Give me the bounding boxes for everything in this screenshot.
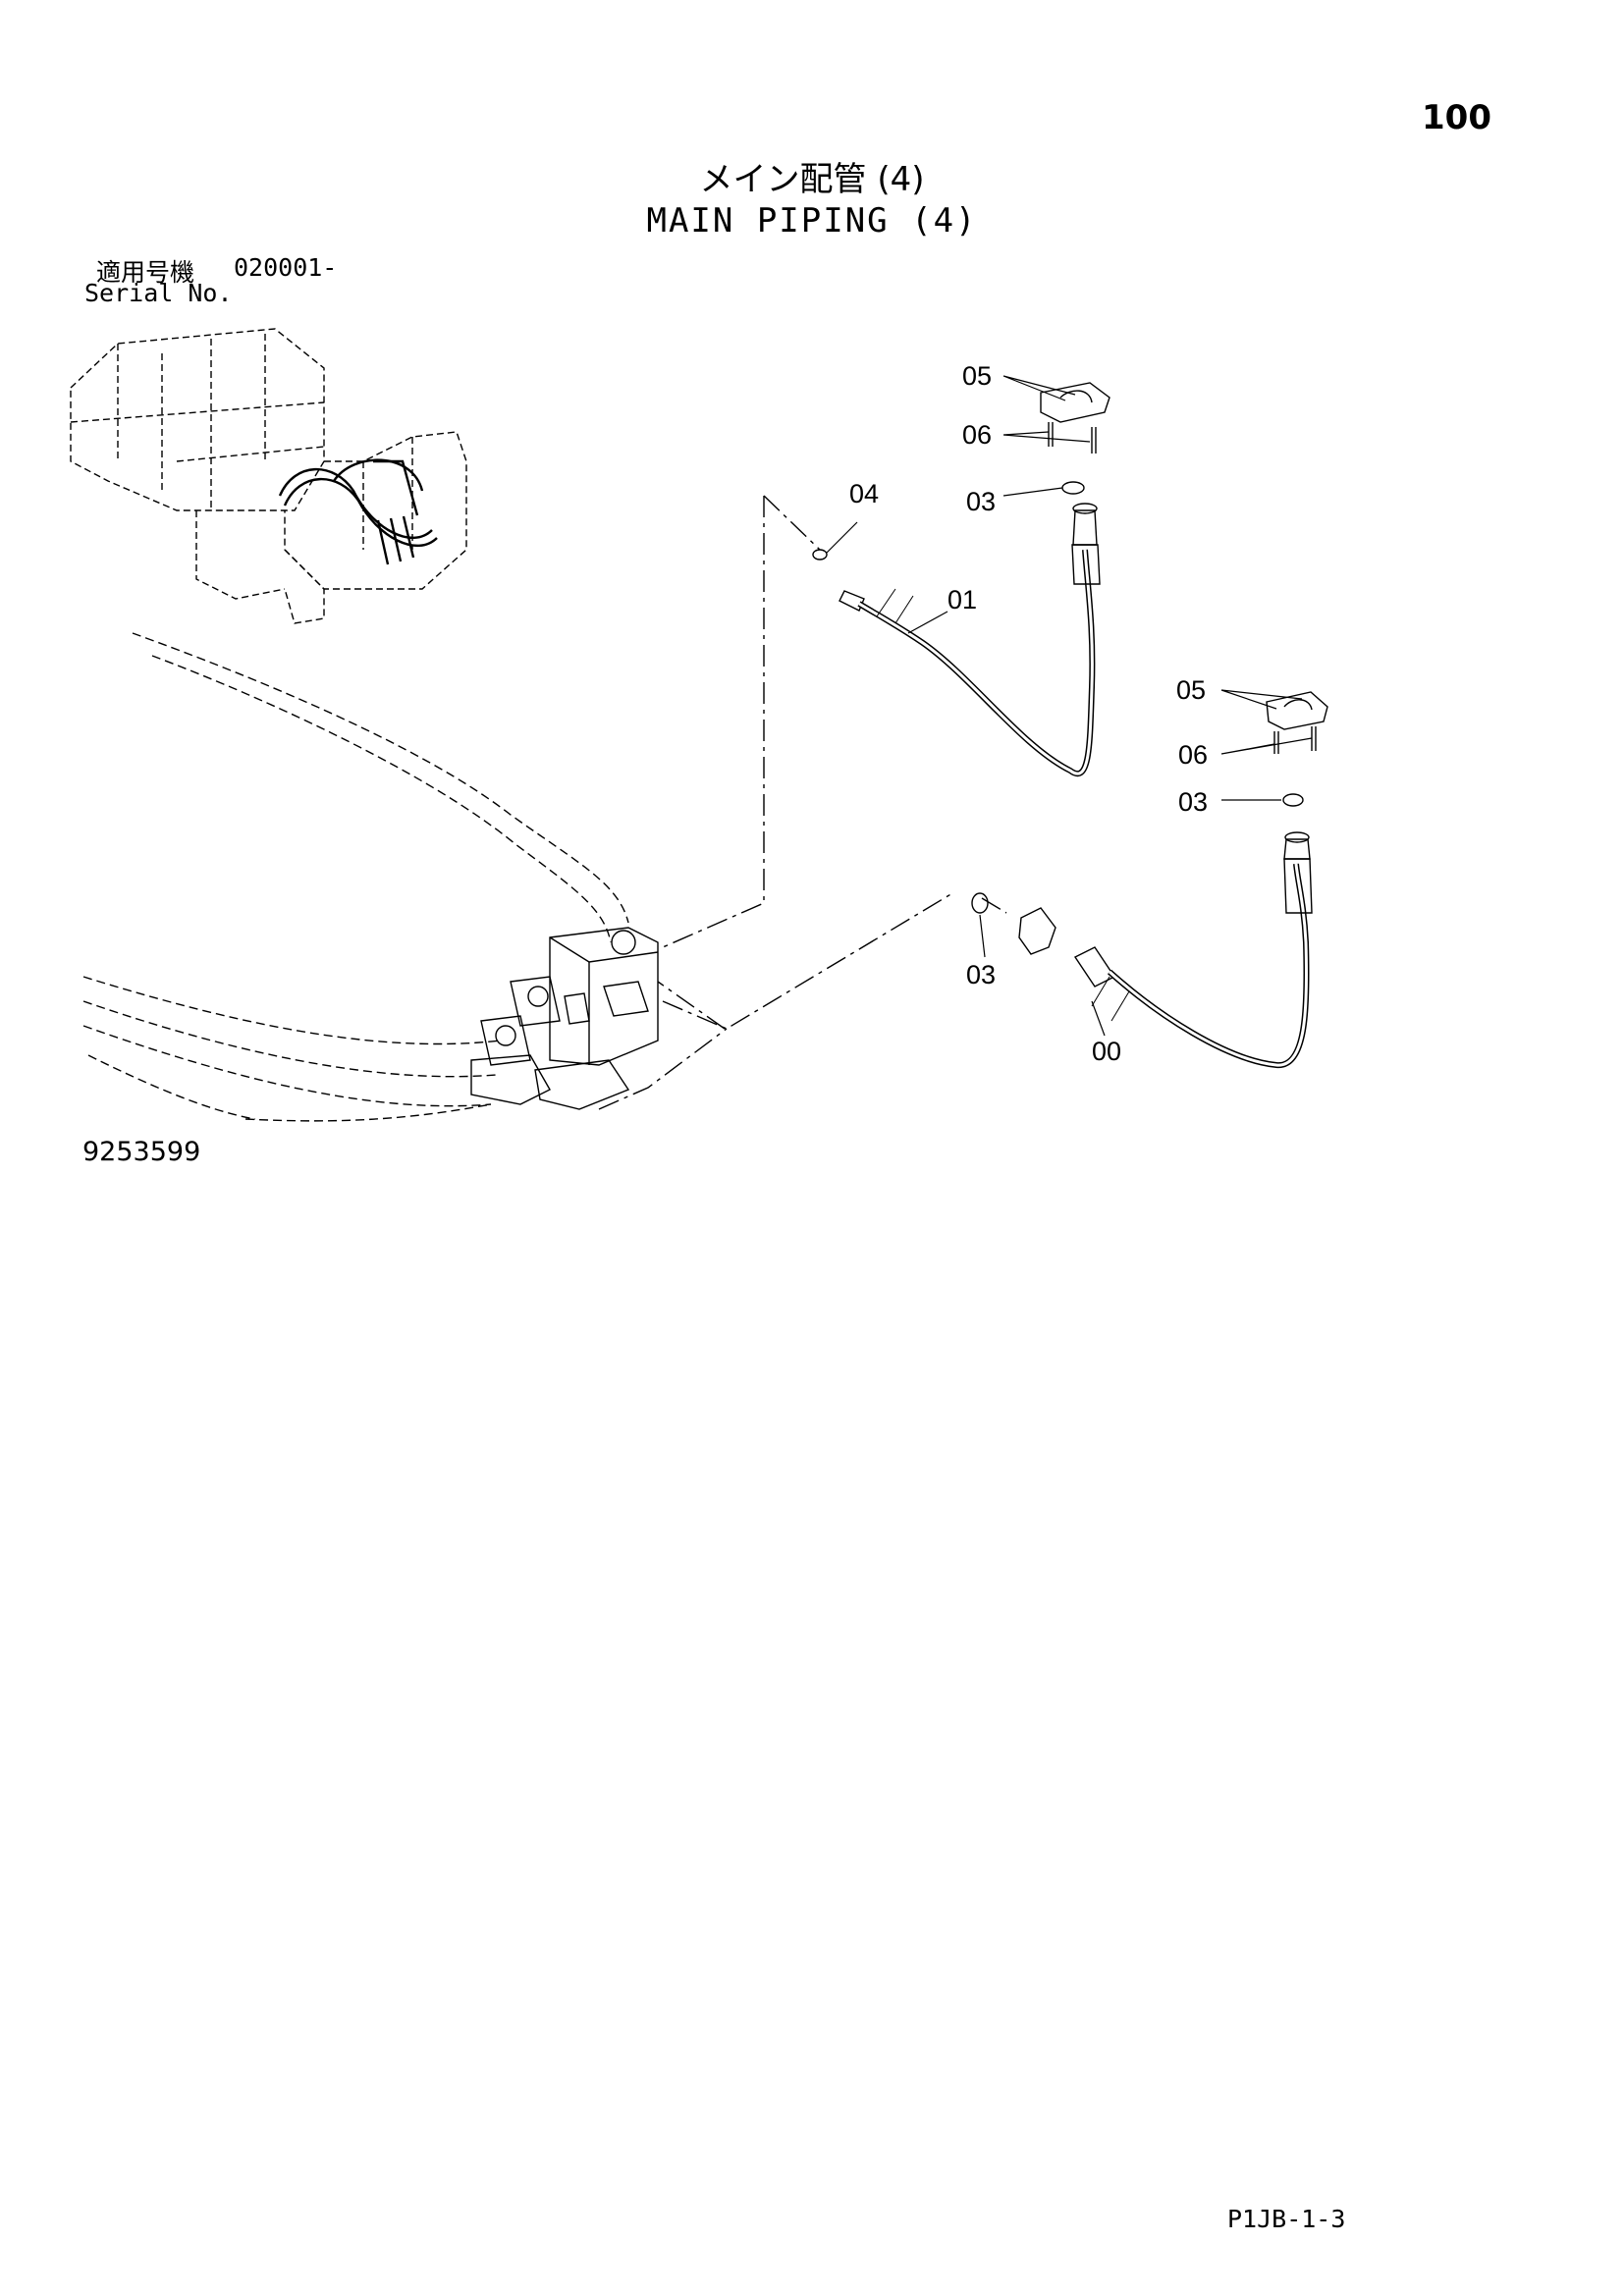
callout-03-lower: 03 (966, 960, 996, 989)
serial-number-value: 020001- (234, 253, 338, 282)
serial-label-english: Serial No. (84, 279, 233, 307)
drawing-number: 9253599 (82, 1137, 201, 1167)
connection-leader-lines (598, 495, 1007, 1110)
highlighted-piping-thumbnail (278, 458, 438, 565)
split-flange-lower (971, 892, 1056, 955)
callout-06-top: 06 (962, 420, 992, 450)
callout-04: 04 (849, 479, 879, 508)
hose-01 (839, 503, 1101, 777)
page-title-japanese: メイン配管 (4) (699, 160, 925, 199)
callout-06-right: 06 (1178, 740, 1208, 770)
serial-label-japanese: 適用号機 (96, 258, 195, 287)
callout-01: 01 (947, 585, 977, 614)
callout-03-right: 03 (1178, 787, 1208, 817)
callout-00: 00 (1092, 1037, 1121, 1066)
footer-page-code: P1JB-1-3 (1227, 2205, 1346, 2233)
page-number: 100 (1422, 98, 1491, 137)
callout-leaders (826, 375, 1313, 1037)
callout-03-top: 03 (966, 487, 996, 516)
control-valve-block (470, 927, 659, 1110)
split-flange-right (1266, 691, 1328, 807)
callout-05-right: 05 (1176, 675, 1206, 705)
frame-structure (82, 632, 629, 1122)
page-title-english: MAIN PIPING (4) (646, 201, 978, 240)
o-ring-04 (812, 549, 828, 561)
hose-00 (1073, 831, 1313, 1069)
callout-05-top: 05 (962, 361, 992, 391)
